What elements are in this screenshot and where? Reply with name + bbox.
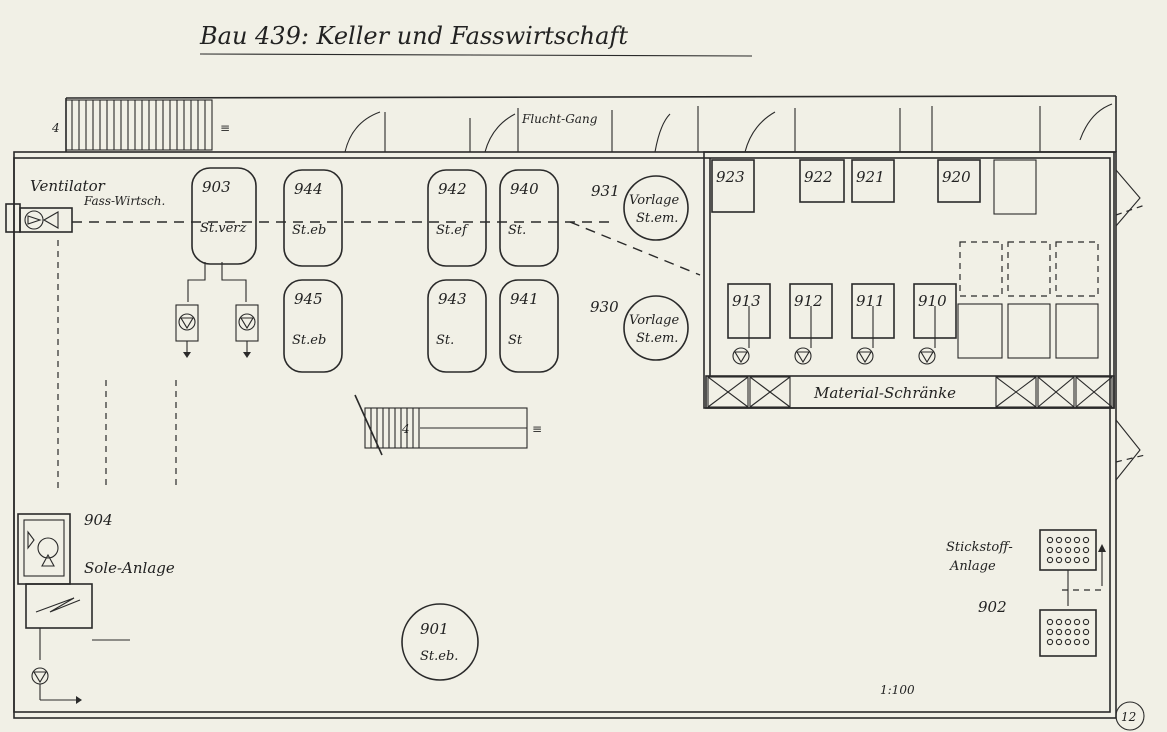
equipment-box-922: 922 — [799, 159, 845, 203]
equipment-box-920: 920 — [937, 159, 981, 203]
tank-material: St — [508, 333, 523, 348]
tank-material: St.eb — [292, 223, 326, 238]
svg-text:≡: ≡ — [532, 422, 542, 436]
corridor-doors — [344, 103, 1113, 153]
empty-boxes — [957, 159, 1099, 359]
number-902: 902 — [978, 598, 1007, 616]
equipment-number: 921 — [856, 168, 885, 186]
equipment-number: 912 — [794, 292, 823, 310]
right-doors — [1115, 169, 1146, 481]
stickstoff-label: Stickstoff- — [946, 540, 1013, 555]
pump-group-903 — [175, 262, 259, 358]
equipment-box-910: 910 — [913, 283, 957, 365]
outer-wall — [13, 151, 1117, 719]
tank-material: St.verz — [200, 221, 247, 236]
sole-anlage-label: Sole-Anlage — [84, 559, 175, 577]
sole-number: 904 — [84, 511, 113, 529]
column-marks — [57, 240, 177, 490]
equipment-box-912: 912 — [789, 283, 833, 365]
tank-number: 945 — [294, 290, 323, 308]
svg-text:4: 4 — [51, 121, 60, 135]
svg-text:≡: ≡ — [220, 121, 230, 135]
tank-number: 903 — [202, 178, 231, 196]
equipment-box-921: 921 — [851, 159, 895, 203]
page-number: 12 — [1121, 710, 1136, 724]
inner-wall — [13, 157, 1111, 713]
boxes-layer: 923 922 921 920 913 912 911 910 — [711, 159, 981, 365]
tank-number: 944 — [294, 180, 323, 198]
tank-901 — [401, 603, 479, 681]
equipment-number: 920 — [942, 168, 971, 186]
tank-material: St. — [436, 333, 454, 348]
equipment-box-911: 911 — [851, 283, 895, 365]
tank-901-material: St.eb. — [420, 649, 458, 664]
equipment-number: 911 — [856, 292, 885, 310]
stickstoff-anlage-label: Anlage — [949, 559, 996, 574]
page-number-circle — [1115, 701, 1145, 731]
vorlage-material: St.em. — [636, 211, 678, 226]
equipment-number: 910 — [918, 292, 947, 310]
title-underline — [199, 53, 753, 57]
flucht-gang-label: Flucht-Gang — [521, 112, 598, 126]
scale-label: 1:100 — [880, 683, 915, 697]
plan-title: Bau 439: Keller und Fasswirtschaft — [199, 22, 628, 50]
tank-material: St.eb — [292, 333, 326, 348]
tank-number: 940 — [510, 180, 539, 198]
svg-text:4: 4 — [401, 422, 410, 436]
sole-anlage-icon — [17, 513, 130, 704]
vorlage-label: Vorlage — [629, 193, 679, 208]
tank-number: 943 — [438, 290, 467, 308]
tank-material: St. — [508, 223, 526, 238]
vorlage-material: St.em. — [636, 331, 678, 346]
equipment-number: 923 — [716, 168, 745, 186]
equipment-box-913: 913 — [727, 283, 771, 365]
tank-number: 941 — [510, 290, 539, 308]
tank-material: St.ef — [436, 223, 469, 238]
fass-wirtsch-label: Fass-Wirtsch. — [83, 194, 165, 208]
ventilator-label: Ventilator — [30, 177, 106, 195]
storage-room — [703, 151, 1115, 409]
material-cabinets — [705, 375, 1115, 409]
equipment-number: 922 — [804, 168, 833, 186]
vorlage-number: 931 — [591, 182, 620, 200]
vorlage-number: 930 — [590, 298, 619, 316]
ventilation-duct-diagonal — [569, 221, 701, 276]
stair-top: 4 ≡ — [51, 99, 230, 151]
material-schraenke-label: Material-Schränke — [813, 384, 956, 402]
ventilator-icon — [5, 203, 73, 233]
equipment-box-923: 923 — [711, 159, 755, 213]
tank-901-number: 901 — [420, 620, 449, 638]
stair-middle: 4 ≡ — [354, 394, 542, 456]
tank-number: 942 — [438, 180, 467, 198]
corridor-wall-top — [65, 95, 1117, 99]
vorlage-label: Vorlage — [629, 313, 679, 328]
equipment-number: 913 — [732, 292, 761, 310]
stickstoff-anlage-icon — [1039, 529, 1106, 657]
tanks-layer: 903St.verz944St.eb942St.ef940St.945St.eb… — [191, 167, 559, 373]
